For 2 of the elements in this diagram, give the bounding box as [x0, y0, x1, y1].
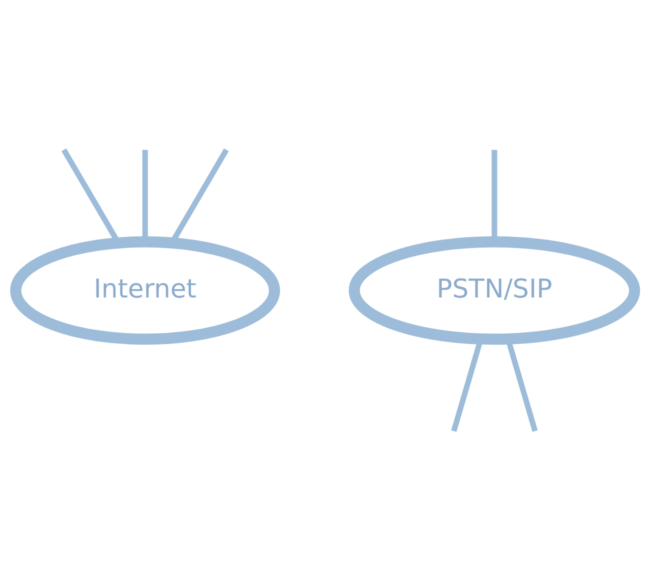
- node-ellipse: PSTN/SIP: [348, 236, 640, 344]
- node-ellipse: Internet: [10, 236, 280, 344]
